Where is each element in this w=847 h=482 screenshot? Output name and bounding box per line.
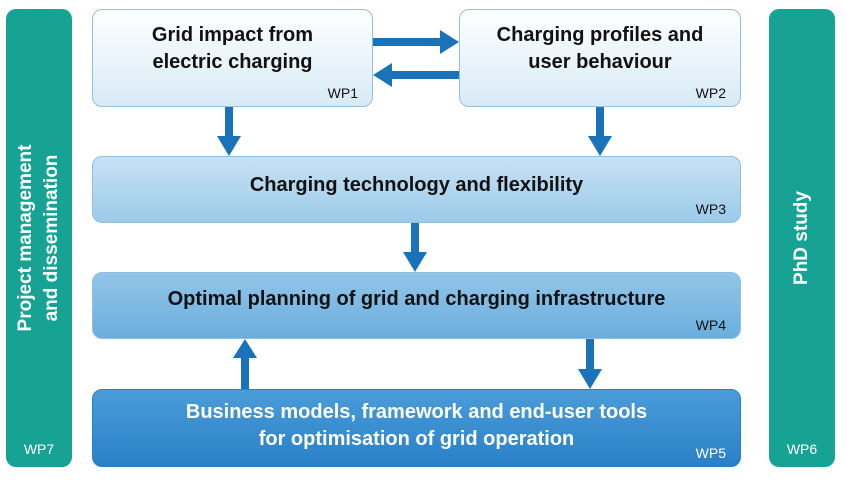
wp5-box: Business models, framework and end-user …	[92, 389, 741, 467]
wp3-box: Charging technology and flexibility WP3	[92, 156, 741, 223]
wp4-title: Optimal planning of grid and charging in…	[167, 288, 666, 310]
arrow-wp5-to-wp4	[233, 339, 257, 389]
wp5-line2: for optimisation of grid operation	[258, 428, 575, 450]
wp4-box: Optimal planning of grid and charging in…	[92, 272, 741, 339]
arrow-wp2-to-wp1	[373, 63, 459, 87]
wp6-label: WP6	[786, 441, 818, 457]
wp5-label: WP5	[695, 445, 726, 461]
wp2-label: WP2	[695, 85, 726, 101]
arrow-wp4-to-wp5	[578, 339, 602, 389]
wp1-title: Grid impact from electric charging	[93, 22, 372, 76]
wp5-line1: Business models, framework and end-user …	[185, 401, 648, 423]
wp1-label: WP1	[327, 85, 358, 101]
wp2-box: Charging profiles and user behaviour WP2	[459, 9, 741, 107]
wp2-title: Charging profiles and user behaviour	[460, 22, 740, 76]
wp7-label: WP7	[23, 441, 55, 457]
wp6-phd-study-bar: PhD study WP6	[769, 9, 835, 467]
wp1-box: Grid impact from electric charging WP1	[92, 9, 373, 107]
arrow-wp1-to-wp2	[373, 30, 459, 54]
wp2-line1: Charging profiles and	[496, 24, 704, 46]
wp5-title: Business models, framework and end-user …	[93, 399, 740, 453]
wp1-line2: electric charging	[152, 51, 313, 73]
arrow-wp3-to-wp4	[403, 223, 427, 272]
wp4-label: WP4	[695, 317, 726, 333]
wp1-line1: Grid impact from	[151, 24, 314, 46]
arrow-wp2-to-wp3	[588, 107, 612, 156]
arrow-wp1-to-wp3	[217, 107, 241, 156]
wp3-title: Charging technology and flexibility	[249, 174, 584, 196]
wp3-label: WP3	[695, 201, 726, 217]
wp2-line2: user behaviour	[528, 51, 672, 73]
